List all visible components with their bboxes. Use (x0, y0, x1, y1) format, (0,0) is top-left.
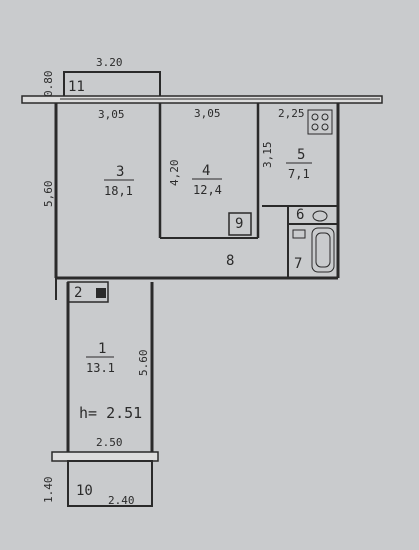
ceiling-height: h= 2.51 (79, 404, 142, 422)
room-2-number: 2 (74, 285, 82, 301)
sink-icon (312, 210, 328, 222)
walls (21, 71, 383, 507)
room-labels: 1 13.1 2 3 18,1 4 12,4 5 7,1 6 7 8 9 10 … (68, 79, 312, 499)
room-7-number: 7 (294, 256, 302, 272)
stove-icon (307, 109, 333, 135)
dim-room1-height: 5.60 (137, 350, 150, 377)
toilet-icon (292, 229, 306, 239)
dim-room5-height: 3,15 (261, 142, 274, 169)
room-11-number: 11 (68, 79, 85, 95)
dimension-labels: 3.20 0.80 3,05 3,05 2,25 5,60 4,20 3,15 … (42, 56, 305, 507)
room-1-area: 13.1 (86, 361, 115, 375)
dim-top-balcony-width: 3.20 (96, 56, 123, 69)
dim-room1-width: 2.50 (96, 436, 123, 449)
dim-top-balcony-depth: 0.80 (42, 71, 55, 98)
dim-room5-width: 2,25 (278, 107, 305, 120)
fixtures (292, 109, 335, 273)
room-4-number: 4 (202, 163, 210, 179)
dim-bottom-balcony-depth: 1.40 (42, 477, 55, 504)
room-10-number: 10 (76, 483, 93, 499)
bathtub-icon (311, 227, 335, 273)
room-1-number: 1 (98, 341, 106, 357)
room-3-area: 18,1 (104, 184, 133, 198)
room-6-number: 6 (296, 207, 304, 223)
room-5-number: 5 (297, 147, 305, 163)
room-4-area: 12,4 (193, 183, 222, 197)
room-5-area: 7,1 (288, 167, 310, 181)
dim-room4-width: 3,05 (194, 107, 221, 120)
dim-room3-height: 5,60 (42, 181, 55, 208)
room-9-number: 9 (235, 216, 243, 232)
dim-room4-height: 4,20 (168, 160, 181, 187)
room-8-number: 8 (226, 253, 234, 269)
bottom-exterior-wall (51, 451, 159, 462)
dim-room3-width: 3,05 (98, 108, 125, 121)
room-3-number: 3 (116, 164, 124, 180)
dim-bottom-balcony-width: 2.40 (108, 494, 135, 507)
